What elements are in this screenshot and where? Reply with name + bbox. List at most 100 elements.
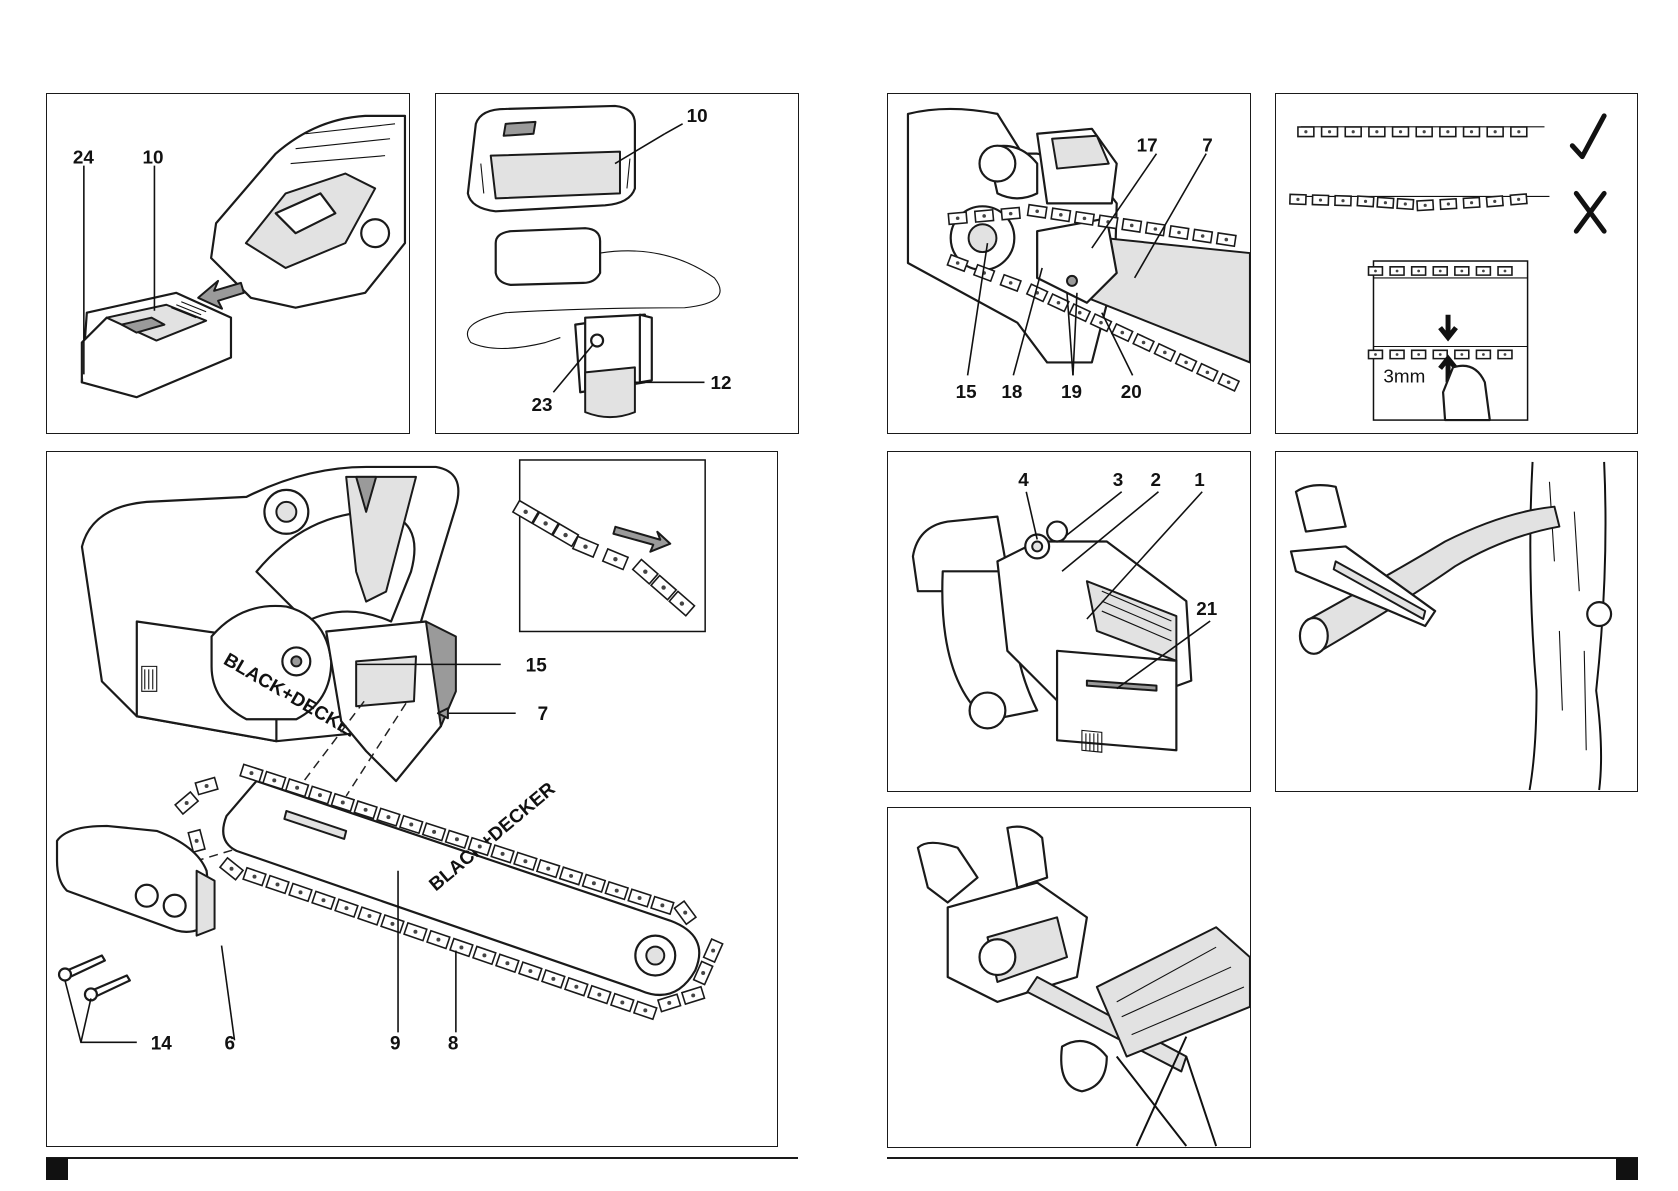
chain-rivet (1364, 200, 1367, 203)
chain-rivet (295, 786, 299, 790)
callout-19: 19 (1061, 382, 1082, 403)
chain-rivet (660, 903, 664, 907)
chain-rivet (1439, 353, 1442, 356)
callout-9: 9 (390, 1033, 401, 1054)
chain-rivet (253, 875, 257, 879)
chain-rivet (528, 969, 532, 973)
pull-down-arrow-icon (1440, 315, 1456, 338)
chain-rivet (1460, 270, 1463, 273)
page-marker-right (1616, 1158, 1638, 1180)
chain-rivet (1374, 353, 1377, 356)
chain-rivet (367, 914, 371, 918)
chain-rivet (1447, 202, 1450, 205)
chain-rivet (592, 881, 596, 885)
chain-rivet (691, 993, 695, 997)
chain-rivet (956, 261, 960, 265)
chain-rivet (1177, 231, 1181, 235)
chain-rivet (505, 961, 509, 965)
charger-panel: 10 12 23 (435, 93, 799, 434)
callout-20-line (1102, 313, 1133, 376)
chain-rivet (195, 839, 199, 843)
callout-3: 3 (1113, 470, 1124, 491)
chain-rivet (956, 216, 960, 220)
assembly-panel: BLACK+DECKER BLACK+DECKER 15 (46, 451, 778, 1147)
callout-4-line (1026, 492, 1037, 540)
chain-rivet (1417, 353, 1420, 356)
hand-left (918, 843, 978, 903)
chain-rivet (1396, 270, 1399, 273)
battery-insert-illustration: 24 10 (47, 94, 409, 433)
chain-rivet (321, 898, 325, 902)
chain-tension-panel: 17 7 15 18 19 20 (887, 93, 1251, 434)
chain-rivet (613, 557, 617, 561)
callout-15: 15 (526, 655, 547, 676)
chain-rivet (478, 845, 482, 849)
chain-rivet (523, 859, 527, 863)
callout-21: 21 (1196, 599, 1217, 620)
chain-rivet (1304, 130, 1307, 133)
inset-chain-top (1369, 267, 1512, 275)
chain-rivet (1439, 270, 1442, 273)
chain-rivet (638, 896, 642, 900)
chain-rivet (230, 867, 234, 871)
chain-rivet (432, 830, 436, 834)
chain-rivet (1446, 130, 1449, 133)
chain-rivet (1504, 270, 1507, 273)
check-mark-icon (1572, 116, 1604, 157)
chain-rivet (413, 930, 417, 934)
log (1097, 927, 1250, 1056)
chain-rivet (1341, 199, 1344, 202)
charger-illustration: 10 12 23 (436, 94, 798, 433)
callout-1: 1 (1194, 470, 1205, 491)
callout-20: 20 (1121, 382, 1142, 403)
chain-rivet (1206, 371, 1210, 375)
chain-rivet (1384, 201, 1387, 204)
chain-rivet (1009, 212, 1013, 216)
chain-rivet (1163, 351, 1167, 355)
chain-rivet (1328, 130, 1331, 133)
chain-rivet (1319, 198, 1322, 201)
callout-2: 2 (1151, 470, 1162, 491)
chain-rivet (583, 545, 587, 549)
chain-rivet (551, 977, 555, 981)
chain-rivet (1057, 301, 1061, 305)
chain-rivet (1201, 234, 1205, 238)
chain-rivet (643, 1008, 647, 1012)
chain-rivet (459, 945, 463, 949)
chain-rivet (1482, 353, 1485, 356)
chain-rivet (1482, 270, 1485, 273)
chain-tension-illustration: 17 7 15 18 19 20 (888, 94, 1250, 433)
hand (1443, 366, 1490, 420)
chain-rivet (298, 890, 302, 894)
log-cutting-panel (887, 807, 1251, 1148)
chain-rivet (667, 1001, 671, 1005)
callout-8: 8 (448, 1033, 459, 1054)
chain-check-illustration: 3mm (1276, 94, 1637, 433)
chain-rivet (272, 778, 276, 782)
callout-6-line (222, 946, 235, 1041)
chain-rivet (711, 949, 715, 953)
chain-rivet (1470, 201, 1473, 204)
page-rule-left (46, 1157, 798, 1159)
chain-rivet (1130, 224, 1134, 228)
controls-illustration: 4 3 2 1 21 (888, 452, 1250, 791)
callout-10: 10 (687, 106, 708, 127)
chain-rivet (386, 815, 390, 819)
chain-rivet (1504, 353, 1507, 356)
chain-cover (57, 826, 212, 932)
chain-rivet (1493, 200, 1496, 203)
chain-rivet (1404, 202, 1407, 205)
chain-rivet (1154, 227, 1158, 231)
page-rule-right (887, 1157, 1638, 1159)
chain-rivet (701, 971, 705, 975)
chain-rivet (436, 938, 440, 942)
gap-measurement: 3mm (1383, 366, 1425, 387)
battery-insert-panel: 24 10 (46, 93, 410, 434)
inset-chain-bottom (1369, 350, 1512, 358)
callout-17: 17 (1137, 136, 1158, 157)
chain-rivet (1184, 361, 1188, 365)
chain-rivet (680, 601, 684, 605)
controls-panel: 4 3 2 1 21 (887, 451, 1251, 792)
chain-rivet (364, 808, 368, 812)
chain-rivet (1517, 130, 1520, 133)
